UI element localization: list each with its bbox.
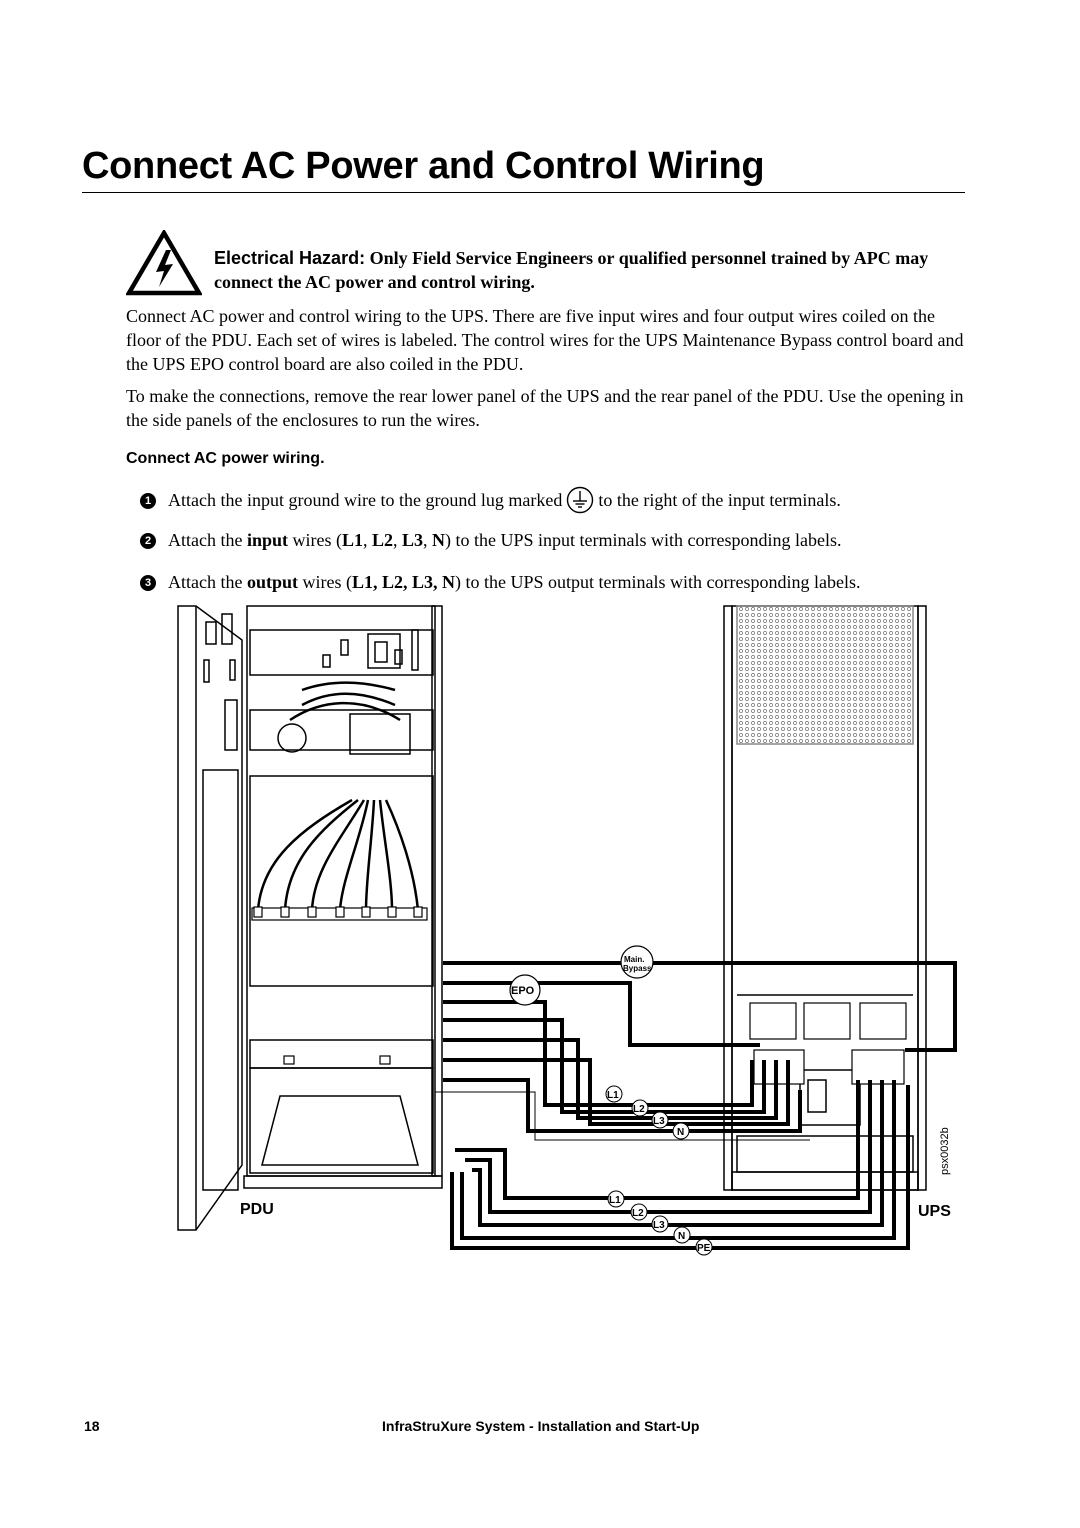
hazard-notice: Electrical Hazard: Only Field Service En…	[214, 246, 964, 294]
input-tag-n: N	[677, 1127, 684, 1138]
footer-title: InfraStruXure System - Installation and …	[382, 1418, 700, 1434]
step-number: 2	[140, 533, 156, 549]
step-number: 1	[140, 493, 156, 509]
input-tag-l3: L3	[653, 1116, 665, 1127]
step-text: wires (	[288, 530, 342, 550]
wire-label: L1	[342, 530, 364, 550]
output-tag-n: N	[678, 1231, 685, 1242]
connection-paragraph: To make the connections, remove the rear…	[126, 386, 964, 430]
ups-label: UPS	[918, 1203, 951, 1220]
figure-id: psx0032b	[939, 1127, 951, 1175]
wiring-diagram: Main. Bypass EPO L1 L2 L3 N L1 L2 L3 N P…	[177, 605, 957, 1256]
input-wire-tags: L1 L2 L3 N	[605, 1085, 690, 1140]
epo-label: EPO	[511, 985, 535, 997]
input-wires-outline	[435, 1091, 810, 1141]
main-bypass-label: Main.	[624, 955, 644, 964]
step-3: 3 Attach the output wires (L1, L2, L3, N)…	[140, 570, 860, 594]
electrical-hazard-icon	[126, 230, 202, 296]
step-text: wires (	[298, 572, 352, 592]
wire-label: L2	[372, 530, 394, 550]
pdu-cabinet	[177, 605, 443, 1231]
output-tag-pe: PE	[697, 1243, 711, 1254]
step-2: 2 Attach the input wires (L1, L2, L3, N) …	[140, 528, 842, 552]
ground-symbol-icon	[567, 486, 594, 514]
main-bypass-tag: Main. Bypass	[620, 945, 654, 979]
pdu-terminals	[251, 906, 428, 1065]
step-text: Attach the input ground wire to the grou…	[168, 490, 563, 510]
ups-terminal-blocks	[749, 1002, 907, 1085]
step-text: ) to the UPS input terminals with corres…	[445, 530, 842, 550]
page-number: 18	[84, 1418, 100, 1434]
output-tag-l1: L1	[609, 1195, 621, 1206]
hazard-message: Only Field Service Engineers or qualifie…	[214, 248, 929, 292]
epo-tag: EPO	[509, 974, 541, 1006]
title-rule	[82, 192, 965, 193]
hazard-label: Electrical Hazard:	[214, 248, 366, 268]
main-bypass-label-2: Bypass	[623, 964, 652, 973]
step-keyword: output	[246, 572, 299, 592]
output-tag-l3: L3	[653, 1220, 665, 1231]
step-text: ) to the UPS output terminals with corre…	[455, 572, 861, 592]
separator: ,	[363, 530, 373, 550]
pdu-coiled-wires	[256, 681, 420, 911]
pdu-label: PDU	[240, 1201, 274, 1218]
step-text: Attach the	[168, 530, 247, 550]
output-tag-l2: L2	[632, 1208, 644, 1219]
step-keyword: input	[246, 530, 289, 550]
step-number: 3	[140, 575, 156, 591]
page-title: Connect AC Power and Control Wiring	[82, 145, 765, 187]
section-subheading: Connect AC power wiring.	[126, 450, 325, 467]
step-text-end: to the right of the input terminals.	[598, 490, 841, 510]
separator: ,	[393, 530, 403, 550]
step-text: Attach the	[168, 572, 247, 592]
wire-label: L3	[402, 530, 424, 550]
input-tag-l1: L1	[607, 1090, 619, 1101]
input-tag-l2: L2	[633, 1104, 645, 1115]
separator: ,	[423, 530, 433, 550]
wire-label: N	[432, 530, 446, 550]
output-wire-tags: L1 L2 L3 N PE	[607, 1190, 713, 1256]
input-wires	[443, 1000, 802, 1133]
intro-paragraph: Connect AC power and control wiring to t…	[126, 306, 964, 374]
step-1: 1 Attach the input ground wire to the gro…	[140, 486, 841, 514]
wire-label: L1, L2, L3, N	[352, 572, 456, 592]
